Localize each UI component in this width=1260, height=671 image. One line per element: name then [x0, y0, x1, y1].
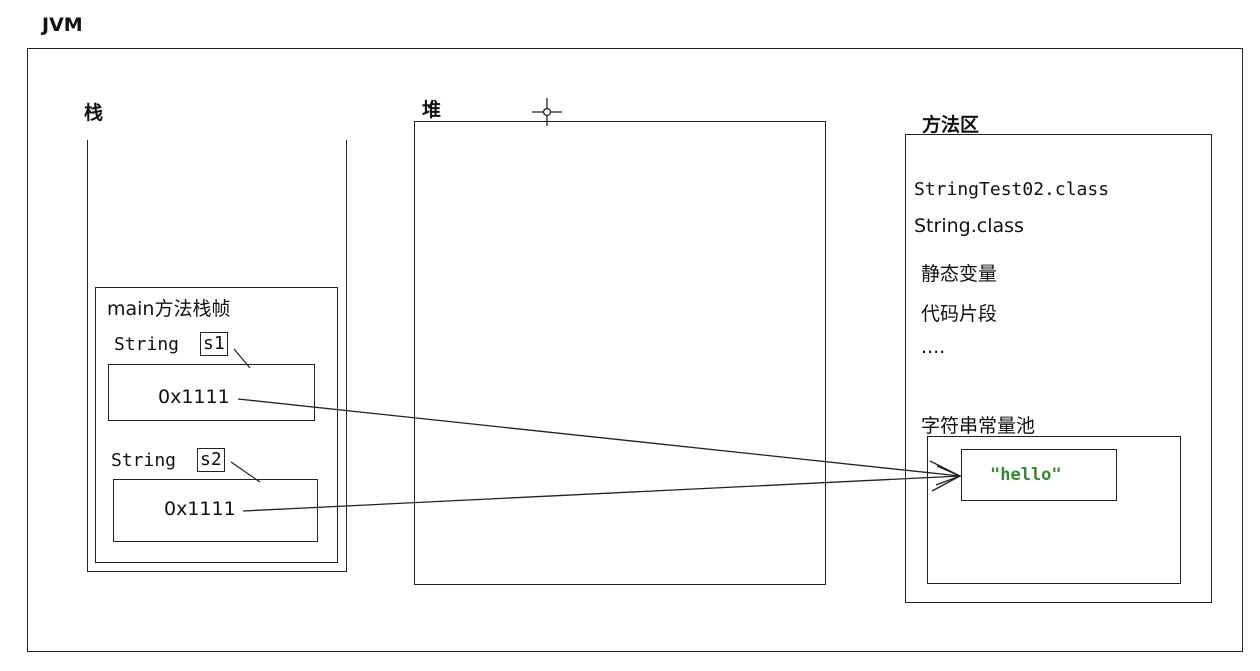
- hello-literal: "hello": [990, 465, 1062, 485]
- stack-label: 栈: [84, 102, 104, 124]
- jvm-container: [27, 48, 1243, 652]
- s1-type: String: [114, 334, 180, 355]
- method-item-string-class: String.class: [914, 215, 1024, 237]
- method-item-code-segments: 代码片段: [921, 303, 998, 325]
- s1-value-box: [108, 364, 315, 421]
- s2-value: 0x1111: [164, 498, 236, 520]
- crosshair-cursor-icon: [532, 98, 562, 126]
- s1-name: s1: [200, 332, 228, 356]
- method-item-stringtest02-class: StringTest02.class: [914, 179, 1110, 200]
- method-area-container: [905, 134, 1212, 603]
- s2-type: String: [111, 450, 177, 471]
- string-pool-label: 字符串常量池: [921, 415, 1036, 437]
- stack-container: [87, 140, 347, 572]
- method-item-ellipsis: ....: [921, 336, 946, 358]
- main-frame-label: main方法栈帧: [107, 298, 231, 320]
- jvm-label: JVM: [42, 14, 83, 36]
- method-item-static-vars: 静态变量: [921, 263, 998, 285]
- s2-name: s2: [197, 448, 225, 472]
- heap-container: [414, 121, 826, 585]
- method-area-label: 方法区: [922, 114, 980, 136]
- heap-label: 堆: [422, 99, 442, 121]
- s1-value: 0x1111: [158, 386, 230, 408]
